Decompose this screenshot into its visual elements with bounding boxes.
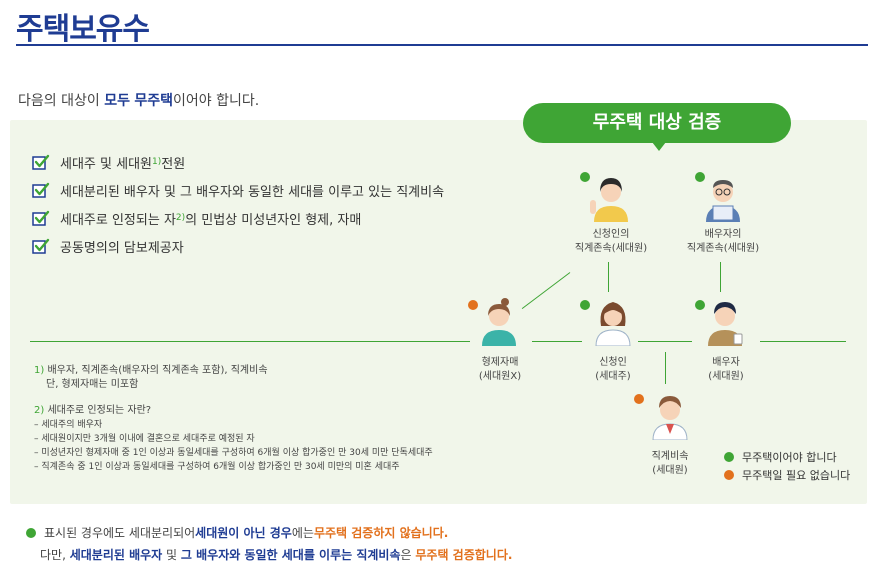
footnote-text: 배우자, 직계존속(배우자의 직계존속 포함), 직계비속 [44,365,268,376]
verification-badge: 무주택 대상 검증 [523,103,791,143]
spouse-caption: 배우자 (세대원) [686,356,766,384]
caption-line: 직계비속 [651,451,689,462]
caption-line: 직계존속(세대원) [686,243,760,254]
intro-prefix: 다음의 대상이 [18,93,105,109]
connector-left [30,341,470,342]
note-highlight: 그 배우자와 동일한 세대를 이루는 직계비속 [180,548,401,562]
legend-dot-orange [724,470,734,480]
status-dot-orange [634,394,644,404]
note-text: 표시된 경우에도 세대분리되어 [44,526,196,540]
footnote-subitem: – 미성년자인 형제자매 중 1인 이상과 동일세대를 구성하여 6개월 이상 … [34,448,433,458]
status-dot-green [580,172,590,182]
connector-spouse-ascendant [720,262,721,292]
footnote-1: 1) 배우자, 직계존속(배우자의 직계존속 포함), 직계비속 [34,364,433,378]
connector-right [760,341,846,342]
bottom-note-line-2: 다만, 세대분리된 배우자 및 그 배우자와 동일한 세대를 이루는 직계비속은… [26,544,512,566]
page-title: 주택보유수 [16,12,150,47]
spacer [34,392,433,404]
caption-line: 배우자의 [704,229,742,240]
status-dot-green [695,172,705,182]
note-text: 및 [162,548,181,562]
footnote-ref: 2) [175,213,186,223]
sibling-caption: 형제자매 (세대원X) [460,356,540,384]
intro-highlight-all: 모두 [104,93,130,109]
footnotes: 1) 배우자, 직계존속(배우자의 직계존속 포함), 직계비속 단, 형제자매… [34,364,433,474]
checklist-text: 세대주 및 세대원 [60,156,152,172]
footnote-2: 2) 세대주로 인정되는 자란? [34,404,433,418]
connector-descendant [665,352,666,384]
note-highlight: 무주택 검증하지 않습니다. [313,526,449,540]
legend-item-orange: 무주택일 필요 없습니다 [724,466,850,484]
note-highlight: 세대분리된 배우자 [69,548,163,562]
checkbox-checked-icon [32,210,50,226]
caption-line: (세대주) [595,371,631,382]
footnote-subitem: – 세대원이지만 3개월 이내에 결혼으로 세대주로 예정된 자 [34,434,255,444]
footnote-subitem: – 세대주의 배우자 [34,420,103,430]
legend: 무주택이어야 합니다 무주택일 필요 없습니다 [724,448,850,484]
legend-item-green: 무주택이어야 합니다 [724,448,850,466]
caption-line: (세대원) [652,465,688,476]
checklist-item: 세대분리된 배우자 및 그 배우자와 동일한 세대를 이루고 있는 직계비속 [32,176,444,204]
legend-dot-green [724,452,734,462]
footnote-ref: 1) [152,157,162,167]
caption-line: 신청인의 [592,229,630,240]
connector-applicant-ascendant [608,262,609,292]
badge-pointer [652,142,666,151]
applicant-caption: 신청인 (세대주) [573,356,653,384]
checklist-text: 공동명의의 담보제공자 [60,240,184,256]
applicant-avatar-icon [595,302,631,346]
footnote-text: 세대주로 인정되는 자란? [44,405,152,416]
caption-line: (세대원X) [478,371,522,382]
spouse-avatar-icon [708,302,743,346]
caption-line: 형제자매 [481,357,519,368]
checklist-text: 세대주로 인정되는 자 [60,212,176,228]
checklist-text-after: 의 민법상 미성년자인 형제, 자매 [185,212,362,228]
bullet-dot [26,528,36,538]
descendant-caption: 직계비속 (세대원) [630,450,710,478]
status-dot-orange [468,300,478,310]
applicant-ascendant-caption: 신청인의 직계존속(세대원) [556,228,666,256]
caption-line: (세대원) [708,371,744,382]
title-divider [16,44,868,46]
caption-line: 직계존속(세대원) [574,243,648,254]
checkbox-checked-icon [32,238,50,254]
spouse-ascendant-avatar-icon [706,180,740,222]
footnote-subitem: – 직계존속 중 1인 이상과 동일세대를 구성하여 6개월 이상 합가중인 만… [34,462,400,472]
intro-text: 다음의 대상이 모두 무주택이어야 합니다. [18,90,259,110]
checkbox-checked-icon [32,154,50,170]
note-highlight: 세대원이 아닌 경우 [195,526,292,540]
checkbox-checked-icon [32,182,50,198]
checklist-text-after: 전원 [161,156,186,172]
intro-highlight-nohouse: 무주택 [134,93,174,109]
sibling-avatar-icon [482,298,516,346]
footnote-text: 단, 형제자매는 미포함 [46,379,139,390]
note-text: 에는 [291,526,314,540]
connector-sibling-applicant [532,341,582,342]
legend-label: 무주택이어야 합니다 [742,451,837,464]
connector-applicant-spouse [638,341,692,342]
note-text: 다만, [40,548,70,562]
legend-label: 무주택일 필요 없습니다 [742,469,851,482]
applicant-ascendant-avatar-icon [590,178,628,222]
status-dot-green [695,300,705,310]
status-dot-green [580,300,590,310]
checklist-item: 공동명의의 담보제공자 [32,232,444,260]
checklist-text: 세대분리된 배우자 및 그 배우자와 동일한 세대를 이루고 있는 직계비속 [60,184,445,200]
spouse-ascendant-caption: 배우자의 직계존속(세대원) [668,228,778,256]
caption-line: 신청인 [599,357,627,368]
footnote-number: 2) [34,405,45,416]
note-highlight: 무주택 검증합니다. [415,548,513,562]
caption-line: 배우자 [712,357,740,368]
descendant-avatar-icon [652,396,688,440]
footnote-number: 1) [34,365,45,376]
note-text: 은 [400,548,416,562]
intro-suffix: 이어야 합니다. [173,93,260,109]
